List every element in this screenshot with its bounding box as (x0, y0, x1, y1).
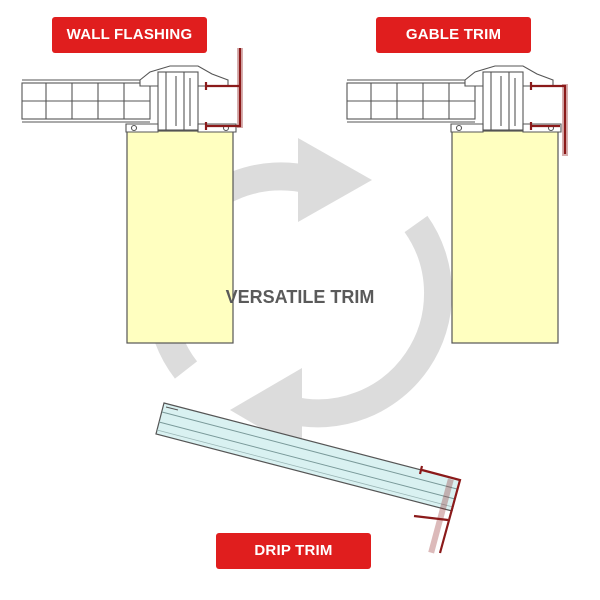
gable-trim-red (529, 82, 567, 154)
wall-flashing-assembly (21, 48, 243, 344)
drip-trim-label: DRIP TRIM (216, 533, 371, 569)
gable-trim-beam (451, 130, 559, 344)
gable-trim-sheet (346, 79, 476, 123)
cycle-arrow-lower-head (230, 368, 302, 452)
drip-trim-red-back (428, 478, 454, 554)
versatile-trim-title: VERSATILE TRIM (225, 287, 375, 307)
drip-trim-sheet (155, 402, 461, 512)
wall-flashing-trim (204, 48, 242, 130)
cycle-arrow-lower (286, 215, 453, 428)
gable-trim-assembly (346, 65, 568, 344)
wall-flashing-glazing-bar (125, 65, 237, 133)
gable-trim-glazing-bar (450, 65, 562, 133)
gable-trim-label: GABLE TRIM (376, 17, 531, 53)
wall-flashing-trim-back (237, 48, 243, 128)
wall-flashing-sheet (21, 79, 151, 123)
drip-trim-assembly (155, 402, 462, 554)
cycle-arrow-upper-head (298, 138, 372, 222)
drip-trim-red (413, 465, 462, 554)
gable-trim-red-back (562, 84, 568, 156)
wall-flashing-beam (126, 130, 234, 344)
wall-flashing-label: WALL FLASHING (52, 17, 207, 53)
